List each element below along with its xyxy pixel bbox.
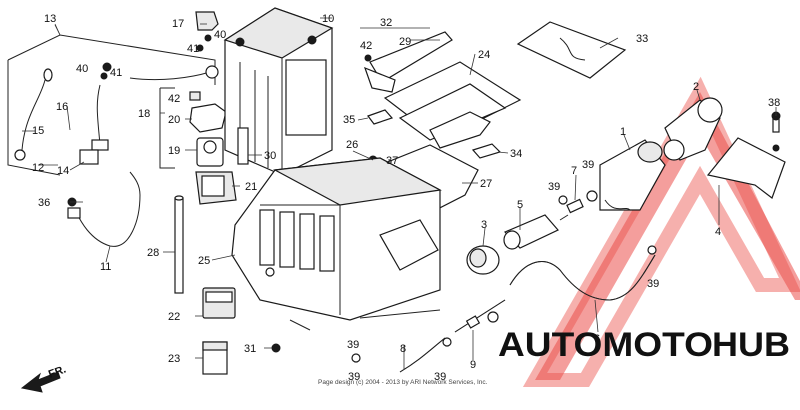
part-15-cable <box>14 68 53 161</box>
part-25-case <box>231 157 442 331</box>
part-10-battery <box>223 7 334 176</box>
callout-32: 32 <box>380 17 392 29</box>
part-23-box <box>202 341 228 375</box>
watermark-text: AUTOMOTO HUB <box>498 326 790 364</box>
part-4-stay <box>706 137 786 199</box>
callout-14: 14 <box>57 165 69 177</box>
part-16-cable <box>79 84 109 165</box>
part-11-harness <box>67 171 141 247</box>
callout-22: 22 <box>168 311 180 323</box>
callout-19: 19 <box>168 145 180 157</box>
callout-3: 3 <box>481 219 487 231</box>
part-18-frame <box>159 87 227 169</box>
callout-6: 6 <box>594 333 600 345</box>
callout-39e: 39 <box>348 371 360 383</box>
callout-16: 16 <box>56 101 68 113</box>
callout-39a: 39 <box>548 181 560 193</box>
watermark-part1: AUTOMOTO <box>498 326 713 364</box>
callout-25: 25 <box>198 255 210 267</box>
callout-11: 11 <box>100 261 111 273</box>
callout-35: 35 <box>343 114 355 126</box>
callout-17: 17 <box>172 18 184 30</box>
callout-39f: 39 <box>434 371 446 383</box>
part-29-strap <box>360 27 453 93</box>
part-7-clip <box>566 198 584 214</box>
part-22-module <box>202 287 236 319</box>
callout-5: 5 <box>517 199 523 211</box>
callout-36: 36 <box>38 197 50 209</box>
callout-34: 34 <box>510 148 522 160</box>
callout-8: 8 <box>400 343 406 355</box>
part-13-frame <box>7 23 216 176</box>
callout-33: 33 <box>636 33 648 45</box>
leader-lines <box>22 17 777 370</box>
callout-39d: 39 <box>347 339 359 351</box>
part-9-joint <box>399 299 506 373</box>
callout-1: 1 <box>620 126 626 138</box>
callout-31: 31 <box>244 343 256 355</box>
callout-9: 9 <box>470 359 476 371</box>
callout-labels: 13 40 41 15 16 12 14 17 40 41 10 18 42 2… <box>32 13 780 383</box>
callout-42b: 42 <box>360 40 372 52</box>
callout-41a: 41 <box>110 67 122 79</box>
part-28-rod <box>174 195 184 294</box>
direction-label: FR. <box>47 363 68 380</box>
callout-29: 29 <box>399 36 411 48</box>
callout-18: 18 <box>138 108 150 120</box>
part-5-filter <box>503 214 569 250</box>
callout-26: 26 <box>346 139 358 151</box>
part-6-hose <box>509 254 656 301</box>
part-2-boot <box>663 97 723 161</box>
callout-37: 37 <box>386 155 398 167</box>
callout-12: 12 <box>32 162 44 174</box>
callout-40b: 40 <box>214 29 226 41</box>
part-3-cap <box>466 245 500 275</box>
front-direction-arrow: FR. <box>20 363 68 393</box>
callout-15: 15 <box>32 125 44 137</box>
callout-38: 38 <box>768 97 780 109</box>
callout-28: 28 <box>147 247 159 259</box>
part-33-sheet <box>516 21 627 79</box>
callout-30: 30 <box>264 150 276 162</box>
callout-2: 2 <box>693 81 699 93</box>
callout-39b: 39 <box>582 159 594 171</box>
callout-20: 20 <box>168 114 180 126</box>
part-21-relay <box>195 171 237 205</box>
part-34-pad <box>471 143 502 159</box>
callout-10: 10 <box>322 13 334 25</box>
copyright-text: Page design (c) 2004 - 2013 by ARI Netwo… <box>318 379 488 386</box>
watermark-part2: HUB <box>712 326 790 364</box>
part-35-pad <box>367 109 394 125</box>
callout-23: 23 <box>168 353 180 365</box>
callout-41b: 41 <box>187 43 199 55</box>
part-1-pump <box>586 139 666 211</box>
part-39-clamps <box>351 195 657 363</box>
callout-39c: 39 <box>647 278 659 290</box>
part-24-tray <box>383 61 522 149</box>
callout-40a: 40 <box>76 63 88 75</box>
callout-42a: 42 <box>168 93 180 105</box>
callout-21: 21 <box>245 181 257 193</box>
part-31-bolt <box>271 343 281 353</box>
part-17-cover <box>195 11 219 52</box>
bolt-40-41-left <box>100 62 219 81</box>
callout-4: 4 <box>715 226 721 238</box>
callout-27: 27 <box>480 178 492 190</box>
callout-13: 13 <box>44 13 56 25</box>
callout-24: 24 <box>478 49 490 61</box>
callout-7: 7 <box>571 165 577 177</box>
